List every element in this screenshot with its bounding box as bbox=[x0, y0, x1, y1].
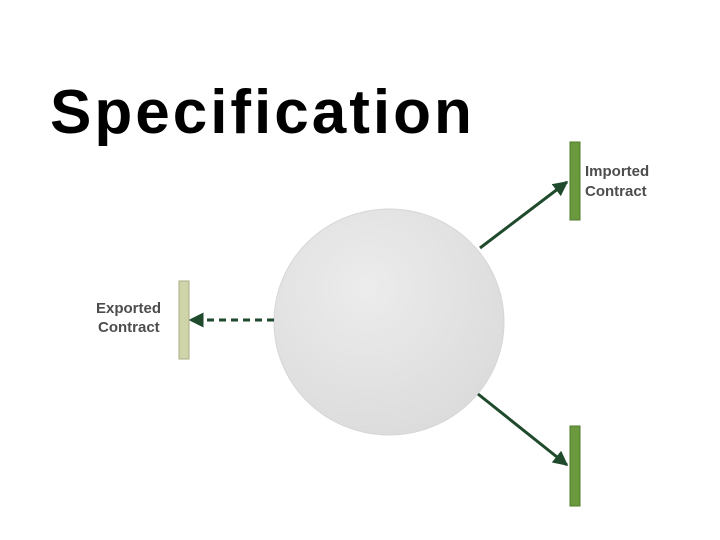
imported-contract-bar bbox=[569, 141, 581, 221]
exported-contract-bar bbox=[178, 280, 190, 360]
exported-contract-label-line1: Exported bbox=[96, 300, 161, 317]
lower-contract-arrow bbox=[477, 392, 569, 467]
lower-contract-bar bbox=[569, 425, 581, 507]
imported-contract-arrow bbox=[479, 180, 569, 250]
slide-title: Specification bbox=[50, 78, 475, 147]
exported-contract-label-line2: Contract bbox=[98, 319, 160, 336]
imported-contract-label-line2: Contract bbox=[585, 183, 647, 200]
imported-contract-label-line1: Imported bbox=[585, 163, 649, 180]
component-circle bbox=[273, 208, 505, 436]
